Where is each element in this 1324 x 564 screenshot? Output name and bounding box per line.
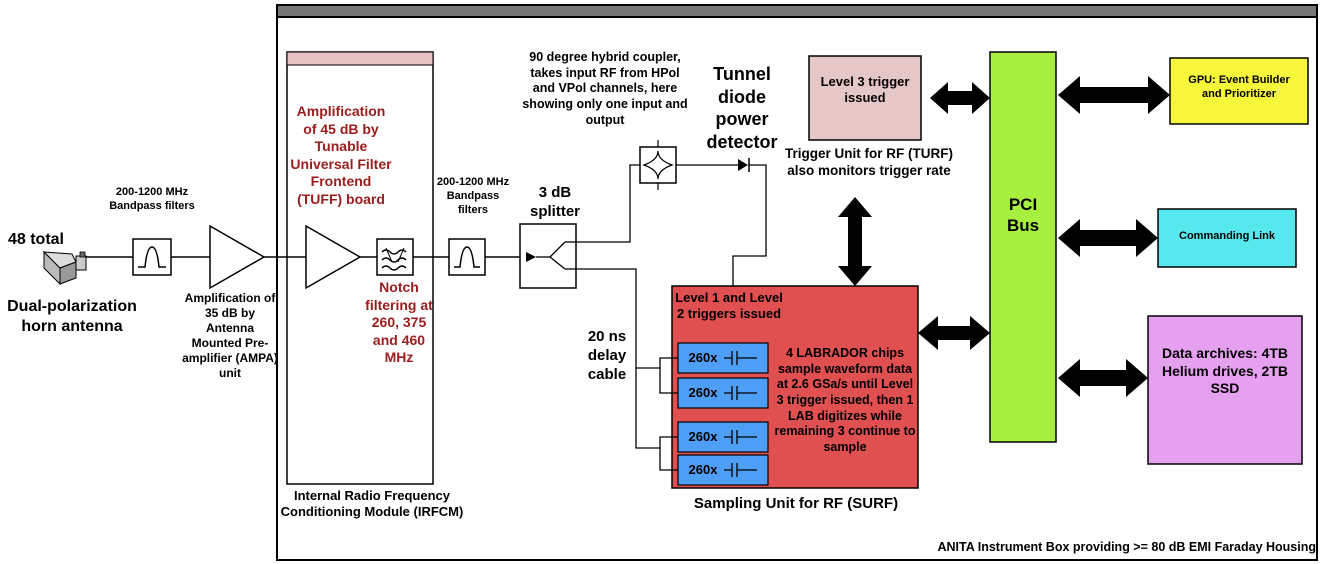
lab-chip-1-label: 260x — [688, 350, 718, 365]
antenna-name-label: Dual-polarization horn antenna — [7, 298, 137, 335]
bandpass-filter-2-icon — [448, 238, 486, 276]
tunnel-diode-icon — [738, 158, 750, 172]
double-arrows — [838, 76, 1170, 397]
ampa-amplifier-icon — [209, 224, 266, 290]
pci-commanding-arrow — [1058, 219, 1158, 257]
splitter-to-hybrid-line — [576, 164, 640, 243]
chip-feed-lines — [659, 357, 678, 471]
hybrid-coupler-icon — [639, 140, 677, 190]
splitter-label: 3 dB splitter — [529, 184, 580, 220]
filter1-label: 200-1200 MHz Bandpass filters — [109, 186, 195, 212]
turf-box — [808, 55, 922, 141]
tuff-amplifier-icon — [305, 224, 362, 290]
pci-gpu-arrow — [1058, 76, 1170, 114]
pci-bus-label: PCI Bus — [1006, 195, 1040, 236]
turf-caption: Trigger Unit for RF (TURF) also monitors… — [785, 146, 953, 178]
turf-box-label: Level 3 trigger issued — [820, 74, 910, 106]
hybrid-label: 90 degree hybrid coupler, takes input RF… — [522, 50, 688, 127]
lab-chip-3-label: 260x — [688, 429, 718, 444]
gpu-label: GPU: Event Builder and Prioritizer — [1188, 74, 1290, 100]
bandpass-filter-1-icon — [132, 238, 172, 276]
horn-antenna-icon — [42, 250, 87, 286]
diode-to-surf-line — [732, 164, 767, 286]
surf-description: 4 LABRADOR chips sample waveform data at… — [774, 346, 916, 454]
instrument-box-band — [276, 4, 1318, 18]
instrument-box-label: ANITA Instrument Box providing >= 80 dB … — [937, 540, 1316, 554]
splitter-icon — [519, 223, 577, 289]
surf-caption: Sampling Unit for RF (SURF) — [693, 495, 899, 512]
delay-cable-line — [576, 268, 660, 449]
tunnel-diode-label: Tunnel diode power detector — [706, 64, 778, 152]
capacitor-icons — [724, 351, 757, 477]
surf-pci-arrow — [918, 316, 990, 350]
irfcm-label: Internal Radio Frequency Conditioning Mo… — [280, 488, 464, 520]
surf-triggers-label: Level 1 and Level 2 triggers issued — [675, 290, 783, 322]
pci-archives-arrow — [1058, 359, 1148, 397]
delay-label: 20 ns delay cable — [587, 328, 627, 383]
gpu-box — [1169, 57, 1309, 125]
antenna-count-label: 48 total — [7, 231, 64, 248]
filter2-label: 200-1200 MHz Bandpass filters — [436, 176, 510, 216]
pci-bus — [989, 51, 1057, 443]
commanding-link-box — [1157, 208, 1297, 268]
ampa-label: Amplification of 35 dB by Antenna Mounte… — [182, 291, 278, 380]
notch-filter-icon — [376, 238, 414, 276]
commanding-link-label: Commanding Link — [1179, 230, 1275, 242]
tuff-label: Amplification of 45 dB by Tunable Univer… — [290, 103, 392, 207]
data-archives-box — [1147, 315, 1303, 465]
notch-label: Notch filtering at 260, 375 and 460 MHz — [365, 279, 433, 365]
lab-chip-2-label: 260x — [688, 385, 718, 400]
irfcm-band — [286, 51, 434, 66]
turf-surf-arrow — [838, 197, 872, 286]
lab-chip-4-label: 260x — [688, 462, 718, 477]
data-archives-label: Data archives: 4TB Helium drives, 2TB SS… — [1161, 345, 1289, 396]
turf-pci-arrow — [930, 82, 990, 114]
